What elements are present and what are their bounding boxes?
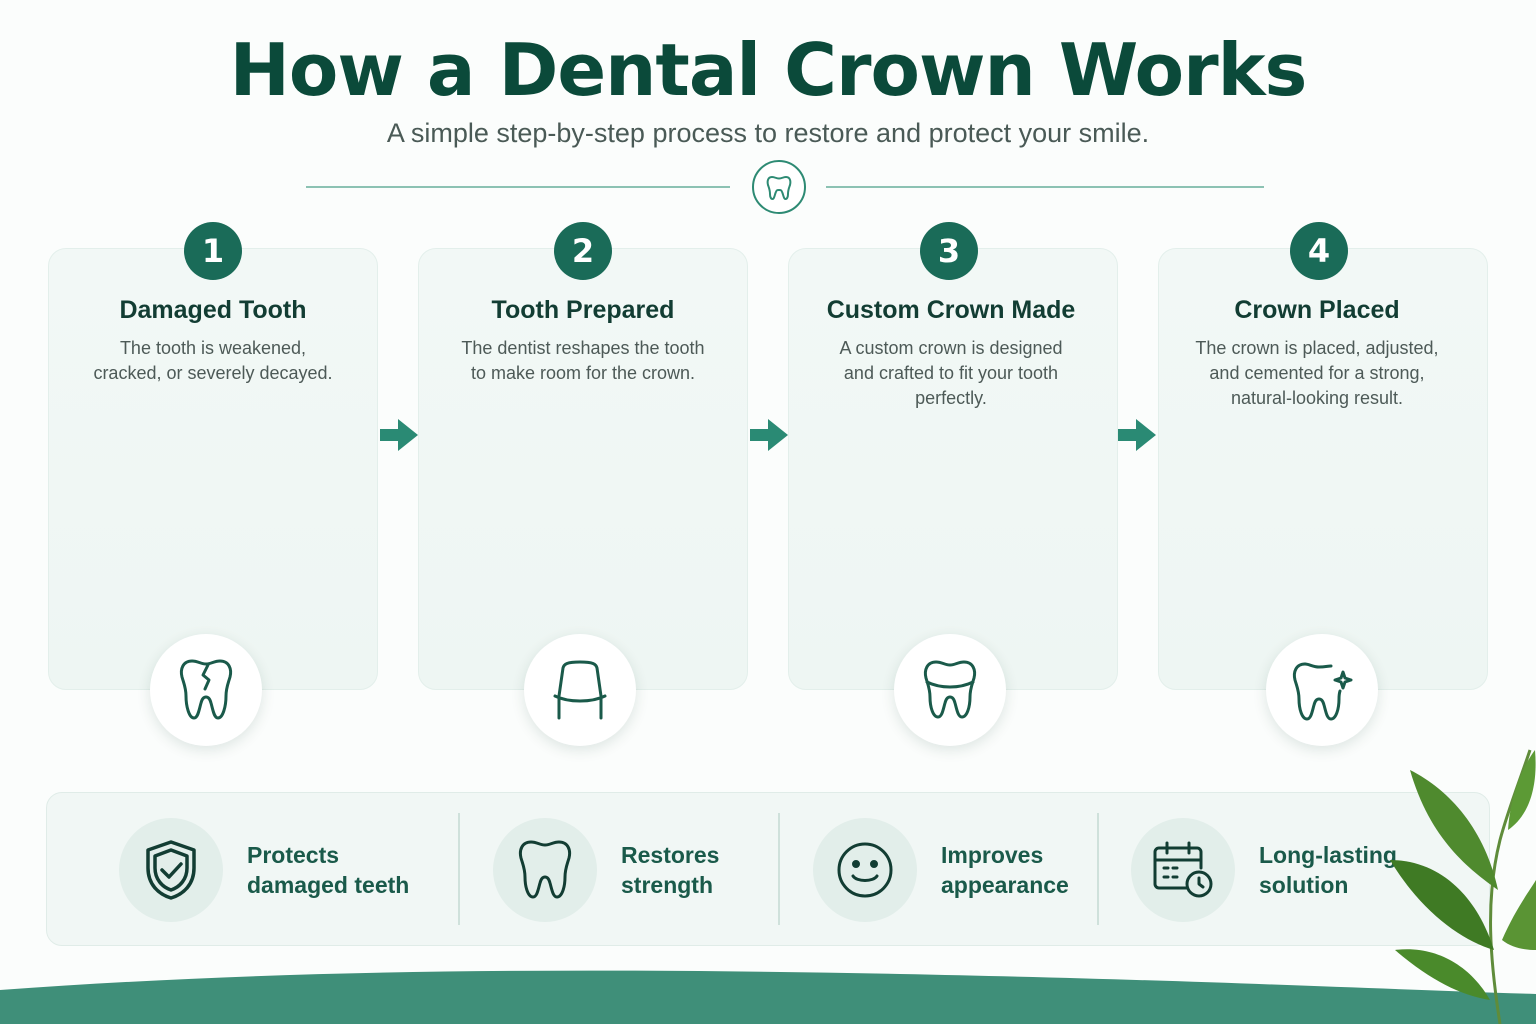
benefit-protects: Protects damaged teeth	[119, 793, 409, 947]
step-title-1: Damaged Tooth	[119, 296, 307, 324]
step-desc-4: The crown is placed, adjusted,and cement…	[1195, 338, 1439, 408]
benefit-label: Long-lasting	[1259, 842, 1397, 868]
step-title-2: Tooth Prepared	[491, 296, 675, 324]
step-icon-circle-3	[894, 634, 1006, 746]
step-arrow-2	[748, 414, 790, 456]
step-icon-circle-2	[524, 634, 636, 746]
step-number-1: 1	[184, 222, 242, 280]
step-card-1	[48, 248, 378, 690]
benefits-bar: Protects damaged teeth Restores strength…	[46, 792, 1490, 946]
benefit-divider	[1097, 813, 1099, 925]
calendar-clock-icon	[1153, 841, 1213, 898]
cracked-tooth-icon	[179, 659, 233, 720]
benefit-divider	[458, 813, 460, 925]
divider-tooth-icon	[752, 160, 806, 214]
page-subtitle: A simple step-by-step process to restore…	[386, 118, 1150, 148]
benefit-label: strength	[621, 872, 713, 898]
benefit-restores: Restores strength	[493, 793, 719, 947]
bottom-wave	[0, 970, 1536, 1024]
plant-decoration	[1390, 749, 1536, 1024]
benefit-divider	[778, 813, 780, 925]
step-number-2: 2	[554, 222, 612, 280]
step-arrow-1	[378, 414, 420, 456]
divider-left	[306, 186, 730, 188]
benefit-label: Restores	[621, 842, 720, 868]
divider-right	[826, 186, 1264, 188]
step-icon-circle-1	[150, 634, 262, 746]
step-arrow-3	[1116, 414, 1158, 456]
step-desc-1: The tooth is weakened,cracked, or severe…	[93, 338, 333, 383]
benefit-label: Protects	[247, 842, 340, 868]
step-title-3: Custom Crown Made	[826, 296, 1076, 324]
crowned-tooth-icon	[923, 660, 977, 719]
prepared-tooth-icon	[553, 660, 607, 720]
tooth-icon	[518, 840, 572, 899]
step-icon-circle-4	[1266, 634, 1378, 746]
shield-check-icon	[146, 840, 196, 900]
step-card-4	[1158, 248, 1488, 690]
benefit-long-lasting: Long-lasting solution	[1131, 793, 1397, 947]
benefit-label: damaged teeth	[247, 872, 410, 898]
sparkle-tooth-icon	[1292, 662, 1353, 721]
benefit-label: Improves	[941, 842, 1044, 868]
step-title-4: Crown Placed	[1234, 296, 1400, 324]
smile-icon	[837, 842, 893, 898]
page-title: How a Dental Crown Works	[229, 28, 1308, 112]
step-number-3: 3	[920, 222, 978, 280]
step-card-2	[418, 248, 748, 690]
step-number-4: 4	[1290, 222, 1348, 280]
benefit-label: solution	[1259, 872, 1349, 898]
benefit-improves: Improves appearance	[813, 793, 1069, 947]
benefit-label: appearance	[941, 872, 1069, 898]
